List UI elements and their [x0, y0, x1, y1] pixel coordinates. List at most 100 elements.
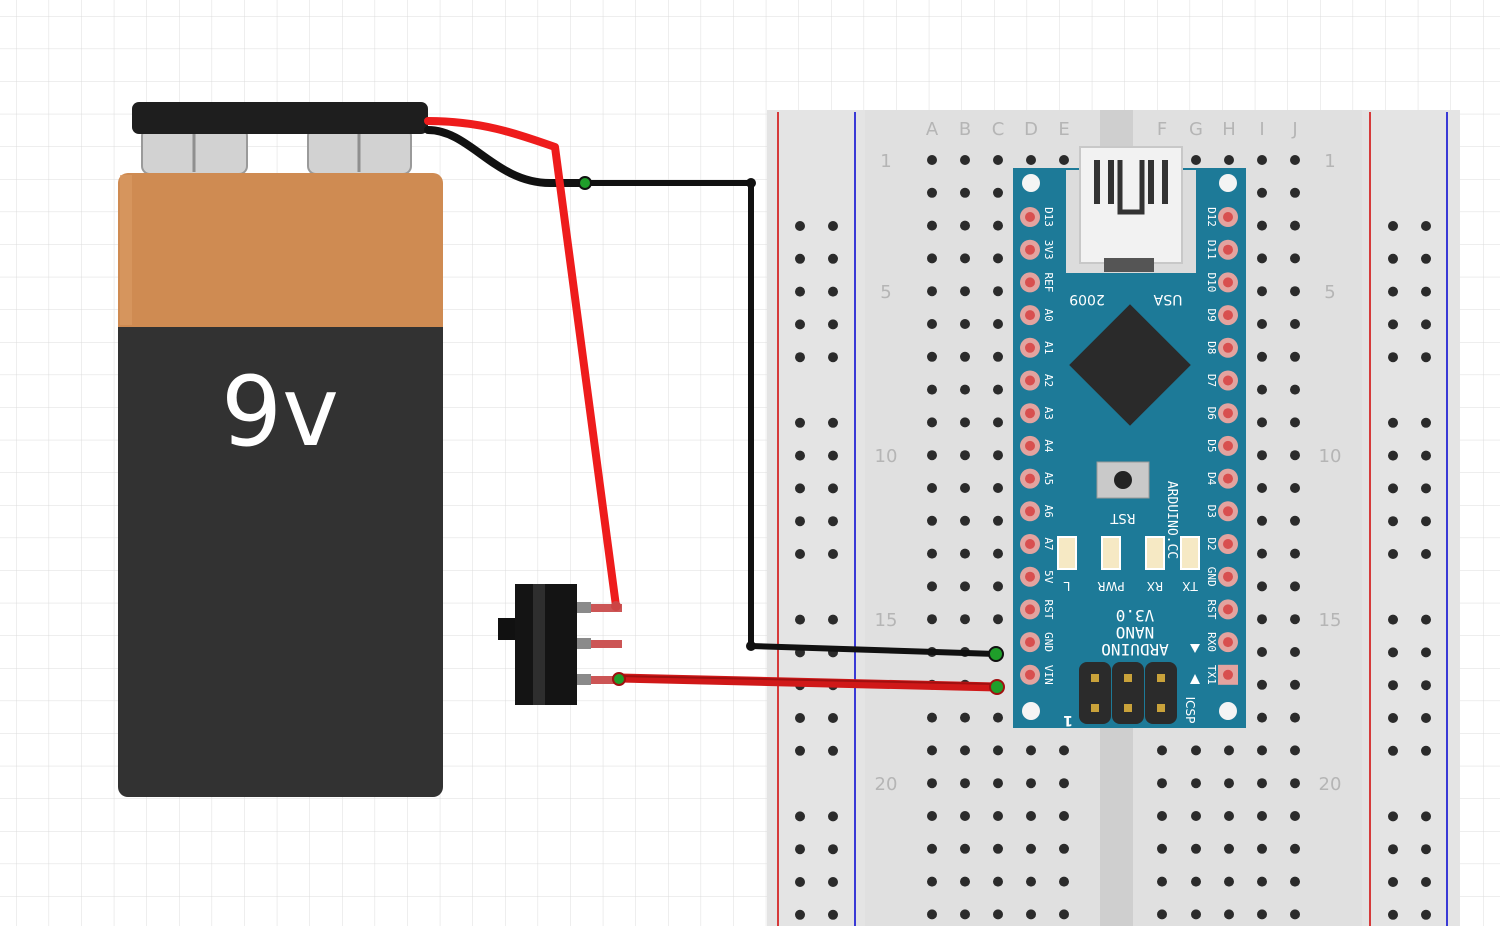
breadboard-hole[interactable] [927, 187, 937, 198]
rail-hole[interactable] [828, 713, 838, 723]
breadboard-hole[interactable] [1290, 483, 1300, 493]
rail-hole[interactable] [828, 417, 838, 428]
breadboard-hole[interactable] [1290, 384, 1300, 395]
rail-hole[interactable] [1421, 713, 1431, 723]
rail-hole[interactable] [1421, 811, 1431, 822]
breadboard-hole[interactable] [960, 581, 970, 592]
breadboard-hole[interactable] [927, 843, 937, 854]
breadboard-hole[interactable] [927, 581, 937, 592]
rail-hole[interactable] [828, 844, 838, 855]
rail-hole[interactable] [828, 286, 838, 297]
battery-black-lead[interactable] [424, 126, 589, 187]
breadboard-hole[interactable] [1157, 745, 1167, 756]
wire-endpoint[interactable] [989, 679, 1005, 695]
breadboard-hole[interactable] [927, 778, 937, 789]
breadboard-hole[interactable] [1257, 155, 1267, 165]
rail-hole[interactable] [1388, 221, 1398, 231]
breadboard-hole[interactable] [1257, 614, 1267, 625]
breadboard-hole[interactable] [1026, 745, 1036, 756]
breadboard-hole[interactable] [960, 712, 970, 723]
breadboard-hole[interactable] [1257, 384, 1267, 395]
breadboard-hole[interactable] [927, 384, 937, 395]
breadboard-hole[interactable] [927, 483, 937, 493]
rail-hole[interactable] [1421, 614, 1431, 625]
breadboard-hole[interactable] [1059, 745, 1069, 756]
breadboard-hole[interactable] [1257, 319, 1267, 329]
breadboard-hole[interactable] [1290, 351, 1300, 362]
breadboard-hole[interactable] [1257, 876, 1267, 887]
wire-endpoint[interactable] [611, 601, 621, 611]
rail-hole[interactable] [795, 483, 805, 494]
rail-hole[interactable] [1421, 221, 1431, 231]
breadboard-hole[interactable] [1257, 286, 1267, 297]
breadboard-hole[interactable] [993, 253, 1003, 264]
breadboard-hole[interactable] [1290, 843, 1300, 854]
breadboard-hole[interactable] [960, 384, 970, 395]
breadboard-hole[interactable] [993, 319, 1003, 329]
breadboard-hole[interactable] [993, 843, 1003, 854]
breadboard-hole[interactable] [927, 811, 937, 821]
rail-hole[interactable] [795, 286, 805, 297]
rail-hole[interactable] [1388, 909, 1398, 920]
breadboard-hole[interactable] [960, 745, 970, 756]
rail-hole[interactable] [828, 877, 838, 887]
rail-hole[interactable] [1388, 483, 1398, 494]
breadboard-hole[interactable] [1157, 778, 1167, 789]
rail-hole[interactable] [795, 417, 805, 428]
rail-hole[interactable] [1388, 253, 1398, 264]
breadboard-hole[interactable] [993, 778, 1003, 789]
breadboard-hole[interactable] [1257, 811, 1267, 821]
rail-hole[interactable] [795, 516, 805, 527]
breadboard-hole[interactable] [1191, 843, 1201, 854]
breadboard-hole[interactable] [960, 909, 970, 920]
rail-hole[interactable] [1421, 909, 1431, 920]
breadboard-hole[interactable] [993, 515, 1003, 526]
breadboard-hole[interactable] [1026, 843, 1036, 854]
rail-hole[interactable] [1388, 286, 1398, 297]
breadboard-hole[interactable] [1290, 515, 1300, 526]
breadboard-hole[interactable] [1257, 351, 1267, 362]
breadboard-hole[interactable] [1191, 745, 1201, 756]
breadboard-hole[interactable] [927, 286, 937, 297]
rail-hole[interactable] [828, 549, 838, 559]
breadboard-hole[interactable] [1059, 811, 1069, 821]
rail-hole[interactable] [795, 909, 805, 920]
reset-button[interactable] [1096, 461, 1150, 499]
ground-wire[interactable] [582, 180, 999, 657]
breadboard-hole[interactable] [1224, 909, 1234, 920]
breadboard-hole[interactable] [960, 450, 970, 461]
breadboard-hole[interactable] [960, 483, 970, 493]
breadboard-hole[interactable] [1257, 483, 1267, 493]
rail-hole[interactable] [795, 811, 805, 822]
breadboard-hole[interactable] [1157, 876, 1167, 887]
breadboard-hole[interactable] [993, 876, 1003, 887]
breadboard-hole[interactable] [993, 811, 1003, 821]
breadboard-hole[interactable] [960, 876, 970, 887]
breadboard-hole[interactable] [1290, 187, 1300, 198]
rail-hole[interactable] [1388, 516, 1398, 527]
breadboard-hole[interactable] [960, 187, 970, 198]
breadboard-hole[interactable] [960, 351, 970, 362]
rail-hole[interactable] [795, 450, 805, 461]
rail-hole[interactable] [1388, 877, 1398, 887]
breadboard-hole[interactable] [1157, 909, 1167, 920]
breadboard-hole[interactable] [1290, 581, 1300, 592]
breadboard-hole[interactable] [960, 417, 970, 428]
rail-hole[interactable] [795, 844, 805, 855]
breadboard-hole[interactable] [993, 155, 1003, 165]
breadboard-hole[interactable] [993, 384, 1003, 395]
breadboard-hole[interactable] [927, 548, 937, 559]
breadboard-hole[interactable] [1224, 155, 1234, 165]
breadboard-hole[interactable] [993, 909, 1003, 920]
breadboard-hole[interactable] [1059, 155, 1069, 165]
breadboard-hole[interactable] [1157, 811, 1167, 821]
breadboard-hole[interactable] [927, 351, 937, 362]
breadboard-hole[interactable] [1257, 647, 1267, 657]
breadboard-hole[interactable] [1290, 614, 1300, 625]
rail-hole[interactable] [828, 909, 838, 920]
rail-hole[interactable] [1388, 844, 1398, 855]
breadboard-hole[interactable] [1026, 811, 1036, 821]
rail-hole[interactable] [1421, 877, 1431, 887]
rail-hole[interactable] [828, 319, 838, 330]
